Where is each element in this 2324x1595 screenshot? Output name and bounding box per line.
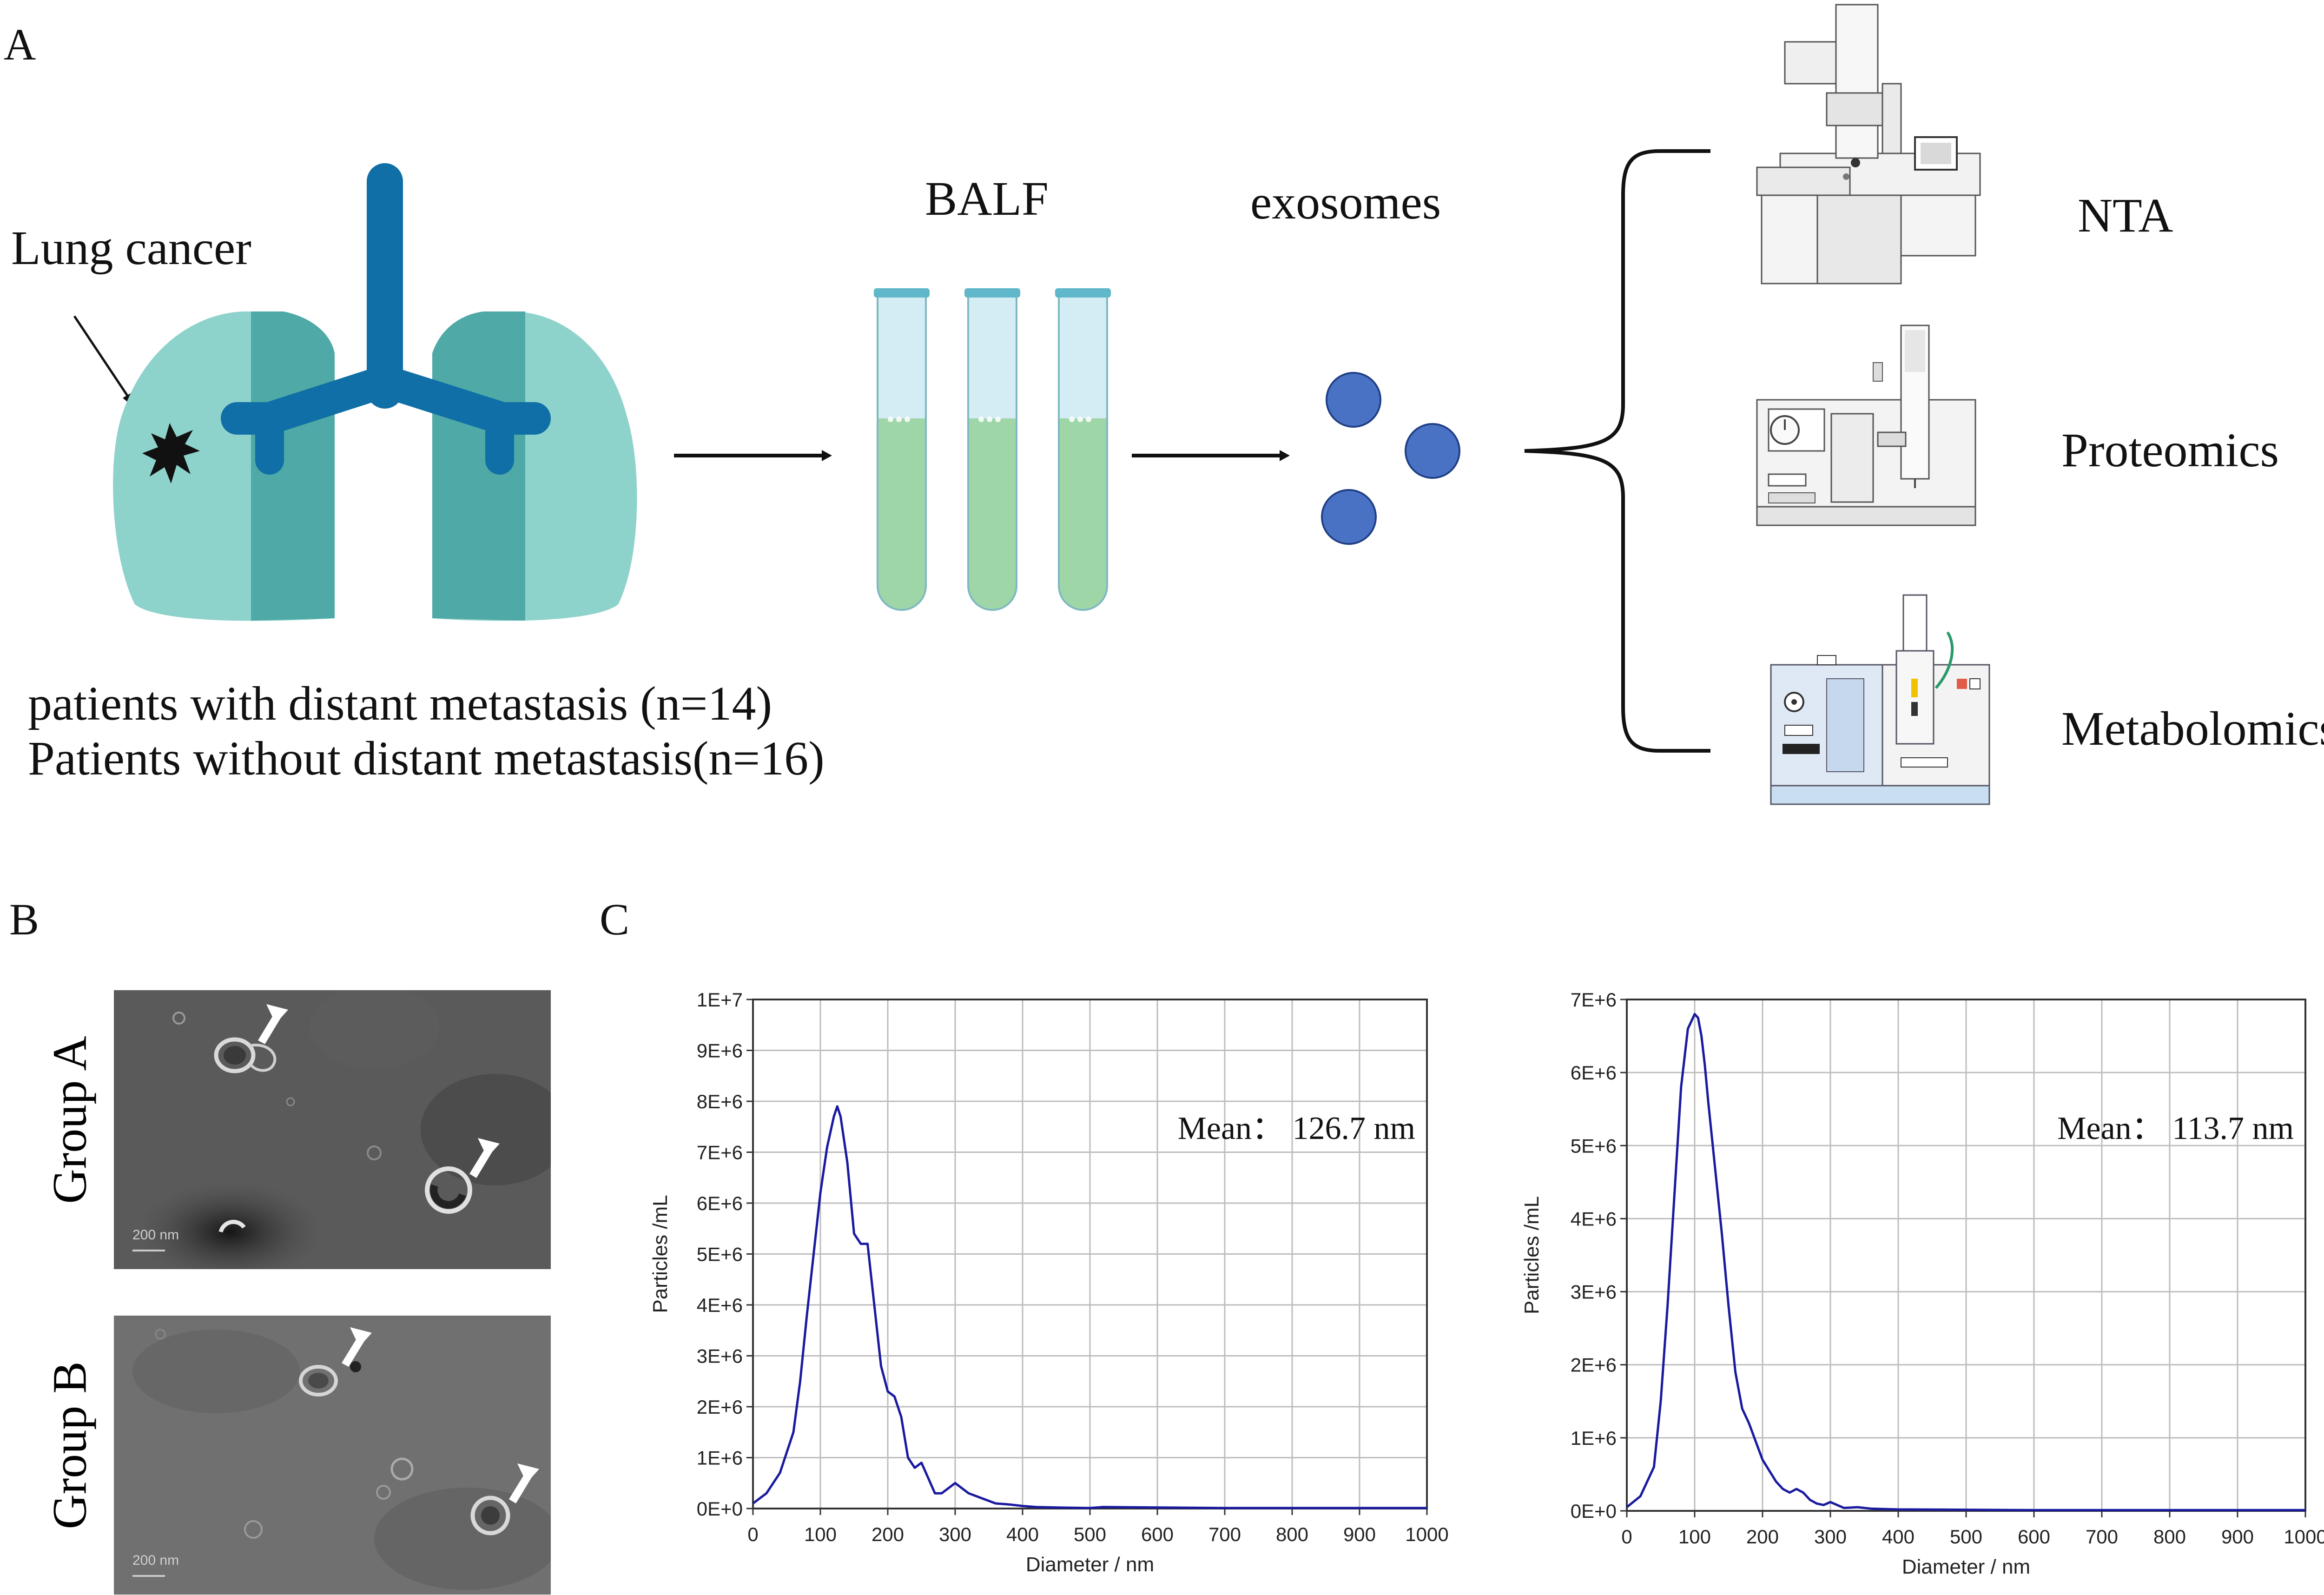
- panel-letter-c: C: [600, 894, 630, 944]
- xtick-label: 200: [872, 1523, 904, 1545]
- tem-image-group-b: 200 nm: [114, 1316, 551, 1595]
- xtick-label: 600: [2018, 1526, 2050, 1548]
- size-distribution-line: [752, 1105, 1427, 1509]
- test-tube-2: [964, 287, 1021, 611]
- x-axis-label: Diameter / nm: [1902, 1555, 2030, 1578]
- airway: [221, 163, 551, 475]
- xtick-label: 100: [804, 1523, 837, 1545]
- ytick-label: 5E+6: [1571, 1135, 1617, 1157]
- method-nta: NTA: [2078, 189, 2173, 242]
- ytick-label: 1E+6: [1571, 1427, 1617, 1449]
- lung-illustration: [73, 163, 637, 621]
- tem-image-group-a: 200 nm: [114, 990, 551, 1269]
- xtick-label: 200: [1746, 1526, 1779, 1548]
- scale-bar-label-b: 200 nm: [132, 1553, 179, 1568]
- xtick-label: 700: [2086, 1526, 2118, 1548]
- ytick-label: 6E+6: [1571, 1062, 1617, 1084]
- cohort-no-metastasis: Patients without distant metastasis(n=16…: [28, 732, 825, 785]
- ytick-label: 1E+7: [697, 989, 743, 1011]
- tumor-icon: [142, 423, 200, 483]
- test-tube-1: [873, 287, 931, 611]
- tumor-pointer-arrow: [73, 315, 136, 409]
- electron-microscope-icon: [1756, 4, 1981, 285]
- ytick-label: 4E+6: [697, 1294, 743, 1316]
- ytick-label: 5E+6: [697, 1244, 743, 1265]
- ytick-label: 6E+6: [697, 1192, 743, 1214]
- ytick-label: 7E+6: [697, 1142, 743, 1164]
- xtick-label: 800: [1276, 1523, 1308, 1545]
- xtick-label: 800: [2153, 1526, 2186, 1548]
- exosome-3: [1321, 489, 1377, 545]
- vesicle-b2: [470, 1496, 510, 1535]
- xtick-label: 900: [1343, 1523, 1376, 1545]
- ytick-label: 2E+6: [697, 1396, 743, 1418]
- lc-ms-instrument-icon: [1770, 594, 1990, 805]
- panel-letter-b: B: [9, 894, 40, 944]
- vesicle-a1: [214, 1037, 277, 1073]
- scale-bar-label-a: 200 nm: [132, 1227, 179, 1243]
- y-axis-label: Particles /mL: [1520, 1196, 1543, 1314]
- size-distribution-line: [1626, 1013, 2305, 1511]
- xtick-label: 1000: [2284, 1526, 2324, 1548]
- ytick-label: 3E+6: [1571, 1281, 1617, 1303]
- ytick-label: 4E+6: [1571, 1208, 1617, 1230]
- xtick-label: 300: [939, 1523, 971, 1545]
- xtick-label: 700: [1208, 1523, 1241, 1545]
- ytick-label: 0E+0: [697, 1498, 743, 1520]
- exosomes-label: exosomes: [1250, 176, 1441, 229]
- method-proteomics: Proteomics: [2061, 424, 2279, 477]
- exosome-particles: [1321, 372, 1460, 545]
- ytick-label: 7E+6: [1571, 989, 1617, 1011]
- vesicle-a2: [425, 1166, 472, 1214]
- panel-letter-a: A: [4, 20, 36, 69]
- xtick-label: 100: [1678, 1526, 1711, 1548]
- nta-chart-group-b: 0 100 200 300 400 500 600 700 800 900 1000 0E+0 1E+6…: [1520, 989, 2324, 1578]
- xtick-label: 600: [1141, 1523, 1174, 1545]
- ytick-label: 0E+0: [1571, 1500, 1617, 1522]
- xtick-label: 1000: [1405, 1523, 1448, 1545]
- ytick-label: 8E+6: [697, 1091, 743, 1112]
- group-a-label: Group A: [43, 1036, 97, 1204]
- xtick-label: 0: [1621, 1526, 1632, 1548]
- ytick-label: 9E+6: [697, 1040, 743, 1062]
- x-axis-label: Diameter / nm: [1026, 1553, 1154, 1576]
- xtick-label: 500: [1074, 1523, 1106, 1545]
- vesicle-b1: [299, 1361, 361, 1396]
- exosome-2: [1405, 423, 1460, 479]
- analysis-brace: [1524, 149, 1710, 753]
- y-axis-label: Particles /mL: [649, 1195, 672, 1313]
- flow-arrow-1: [674, 450, 832, 461]
- balf-test-tubes: [873, 287, 1112, 611]
- mean-annotation: Mean： 113.7 nm: [2057, 1111, 2294, 1146]
- xtick-label: 900: [2221, 1526, 2254, 1548]
- xtick-label: 0: [747, 1523, 758, 1545]
- balf-label: BALF: [925, 172, 1049, 225]
- exosome-1: [1326, 372, 1381, 428]
- group-b-label: Group B: [43, 1361, 97, 1529]
- lung-cancer-label: Lung cancer: [11, 221, 251, 275]
- cohort-metastasis: patients with distant metastasis (n=14): [28, 677, 772, 730]
- mass-spectrometer-icon: [1756, 324, 1976, 526]
- xtick-label: 400: [1882, 1526, 1915, 1548]
- test-tube-3: [1054, 287, 1112, 611]
- xtick-label: 500: [1950, 1526, 1982, 1548]
- ytick-label: 2E+6: [1571, 1354, 1617, 1376]
- xtick-label: 300: [1814, 1526, 1847, 1548]
- ytick-label: 1E+6: [697, 1447, 743, 1469]
- ytick-label: 3E+6: [697, 1345, 743, 1367]
- mean-annotation: Mean： 126.7 nm: [1178, 1111, 1415, 1146]
- method-metabolomics: Metabolomics: [2061, 702, 2324, 755]
- flow-arrow-2: [1132, 450, 1290, 461]
- nta-chart-group-a: 0 100 200 300 400 500 600 700 800 900 1000 0E+0 1E+6…: [649, 989, 1449, 1576]
- xtick-label: 400: [1006, 1523, 1039, 1545]
